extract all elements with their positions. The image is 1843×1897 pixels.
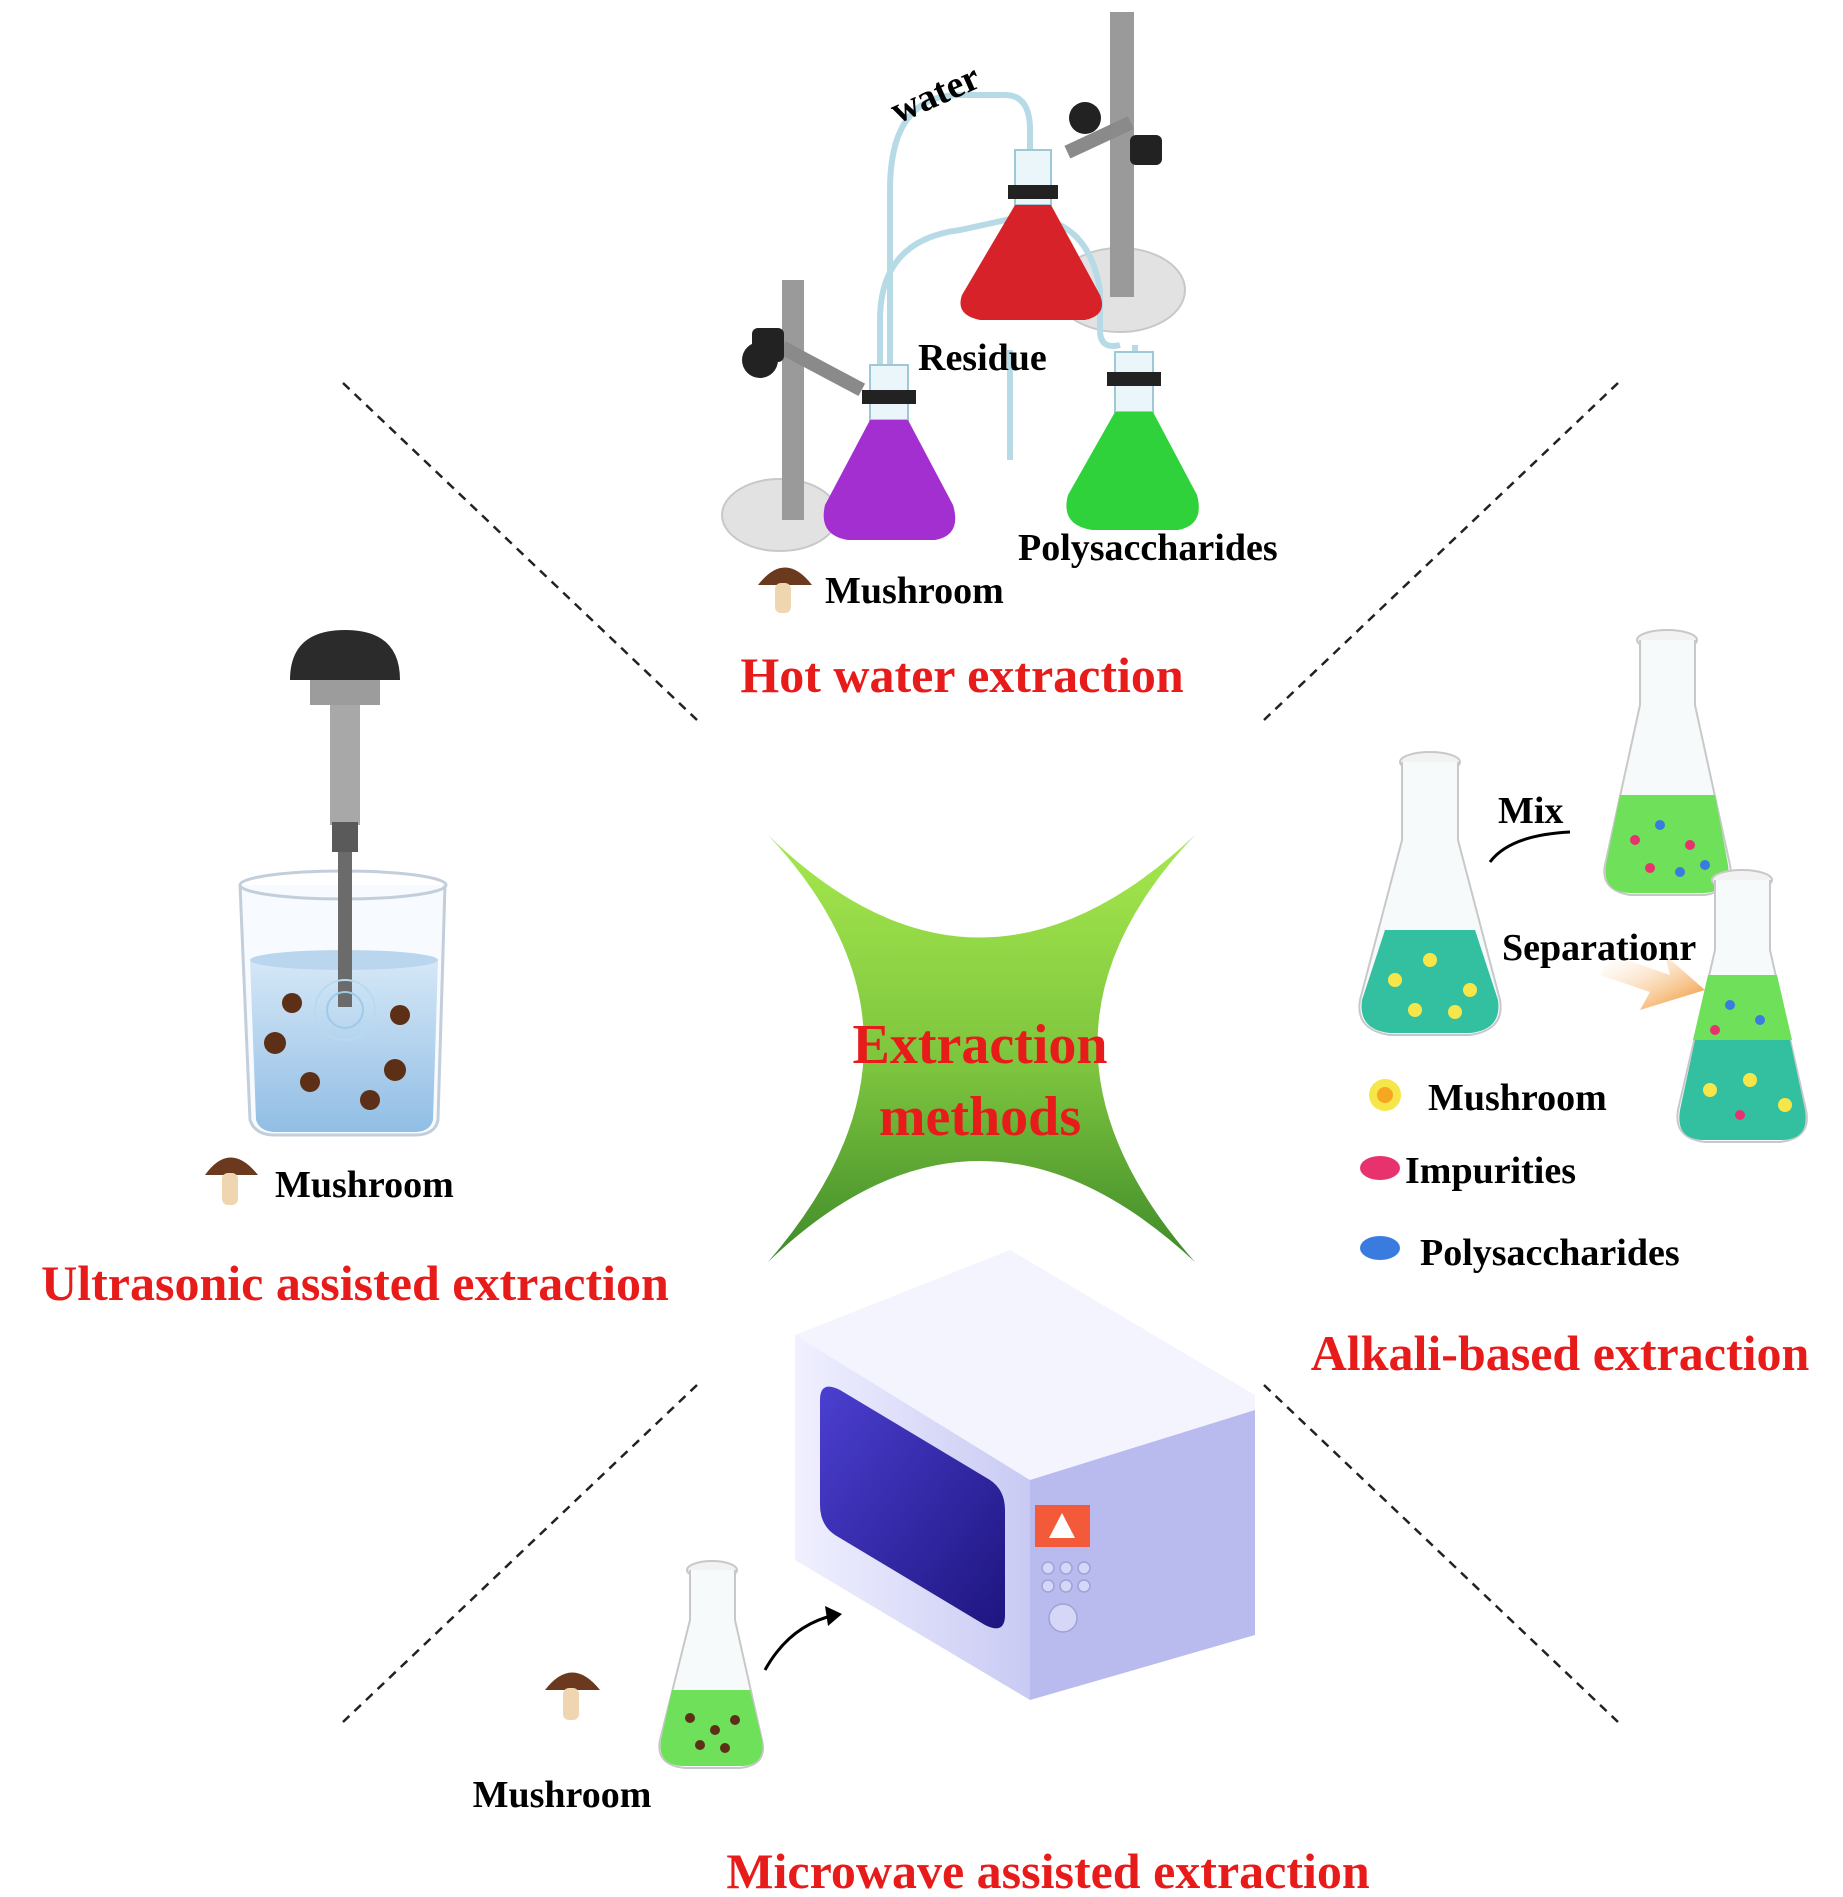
purple-flask-icon [823, 364, 956, 540]
mushroom-legend-icon [1369, 1079, 1401, 1111]
mushroom-label: Mushroom [825, 570, 1004, 612]
legend-mushroom-label: Mushroom [1428, 1077, 1607, 1119]
microwave-title: Microwave assisted extraction [726, 1843, 1370, 1897]
mushroom-pieces [264, 993, 410, 1110]
residue-label: Residue [918, 337, 1047, 379]
microwave-mushroom-label: Mushroom [473, 1774, 652, 1816]
hot-water-panel: water Residue Polysaccharides Mushroom H… [721, 12, 1278, 703]
alkali-title: Alkali-based extraction [1311, 1325, 1810, 1381]
mushroom-icon [758, 567, 812, 613]
separation-arrow [1600, 955, 1705, 1010]
mix-label: Mix [1498, 790, 1563, 832]
polysaccharides-label: Polysaccharides [1018, 527, 1278, 569]
ultrasonic-title: Ultrasonic assisted extraction [41, 1255, 669, 1311]
hot-water-title: Hot water extraction [740, 647, 1184, 703]
microwave-flask-icon [658, 1560, 764, 1769]
mix-arrow [1488, 830, 1571, 863]
tubes [877, 92, 1138, 460]
separation-label: Separationr [1502, 927, 1696, 969]
center-title-line1: Extraction [852, 1014, 1107, 1076]
mushroom-icon [545, 1672, 600, 1720]
separated-flask-icon [1676, 869, 1808, 1143]
ultrasonic-panel: Mushroom Ultrasonic assisted extraction [41, 630, 669, 1311]
green-flask-icon [1603, 629, 1732, 896]
center-star: Extraction methods [768, 835, 1195, 1262]
microwave-icon [795, 1250, 1255, 1700]
green-flask-icon [1066, 351, 1199, 530]
red-flask-icon [960, 149, 1103, 320]
ultrasonic-mushroom-label: Mushroom [275, 1164, 454, 1206]
legend-impurities-label: Impurities [1405, 1150, 1576, 1192]
short-stand-icon [721, 280, 866, 552]
mushroom-icon [205, 1157, 258, 1205]
ultrasonic-probe-icon [290, 630, 400, 1041]
dashed-separators [342, 382, 1619, 1723]
center-title-line2: methods [879, 1086, 1081, 1148]
water-label: water [884, 56, 986, 132]
polysaccharides-legend-icon [1360, 1236, 1400, 1260]
legend: Mushroom Impurities Polysaccharides [1360, 1077, 1680, 1274]
impurities-legend-icon [1360, 1156, 1400, 1180]
arrow-head-icon [825, 1606, 842, 1626]
teal-flask-icon [1358, 751, 1502, 1036]
alkali-panel: Mix Separationr Mushroom Impurities Poly… [1311, 629, 1810, 1381]
to-microwave-arrow [763, 1613, 836, 1671]
legend-polysaccharides-label: Polysaccharides [1420, 1232, 1680, 1274]
microwave-panel: Mushroom Microwave assisted extraction [473, 1250, 1370, 1897]
